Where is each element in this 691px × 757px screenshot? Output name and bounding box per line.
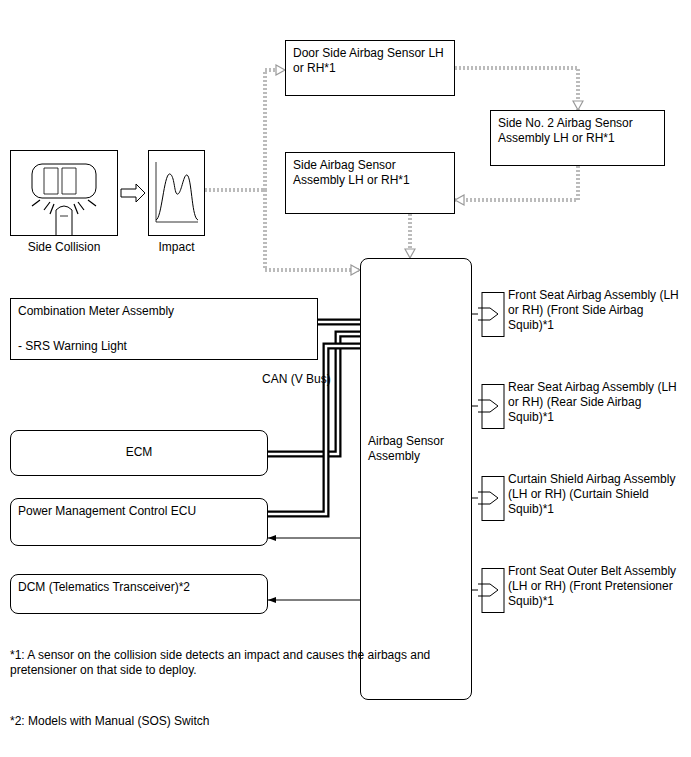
footnote: *2: Models with Manual (SOS) Switch xyxy=(10,714,450,729)
other-car-window xyxy=(60,216,68,217)
box-label: - SRS Warning Light xyxy=(18,339,310,354)
box-label: Side Airbag Sensor Assembly LH or RH*1 xyxy=(293,158,447,188)
box-label: ECM xyxy=(18,445,260,460)
squib-node: Rear Seat Airbag Assembly (LH or RH) (Re… xyxy=(478,384,688,434)
squib-case xyxy=(482,385,504,429)
sensor-box: Side Airbag Sensor Assembly LH or RH*1 xyxy=(285,152,455,214)
impact-rays xyxy=(32,200,96,214)
collision-illustration: Side Collision xyxy=(10,150,118,236)
squib-symbol xyxy=(478,292,506,338)
signal-line xyxy=(472,406,478,407)
bus-inner xyxy=(318,321,360,324)
squib-label: Rear Seat Airbag Assembly (LH or RH) (Re… xyxy=(508,380,690,425)
connector xyxy=(472,314,478,315)
squib-element xyxy=(478,308,498,320)
signal-line xyxy=(472,314,478,315)
impact-path xyxy=(455,68,578,110)
footnote: *1: A sensor on the collision side detec… xyxy=(10,648,450,678)
box-label: Airbag Sensor Assembly xyxy=(368,434,464,464)
squib-node: Front Seat Airbag Assembly (LH or RH) (F… xyxy=(478,292,688,342)
frame xyxy=(11,151,118,236)
meter-box: Combination Meter Assembly - SRS Warning … xyxy=(10,298,318,360)
box-label: Side No. 2 Airbag Sensor Assembly LH or … xyxy=(498,116,657,146)
signal-line xyxy=(472,590,478,591)
sensor-box: Door Side Airbag Sensor LH or RH*1 xyxy=(285,40,455,96)
dcm-box: DCM (Telematics Transceiver)*2 xyxy=(10,574,268,614)
connector xyxy=(472,406,478,407)
box-label: Door Side Airbag Sensor LH or RH*1 xyxy=(293,46,447,76)
squib-label: Curtain Shield Airbag Assembly (LH or RH… xyxy=(508,472,690,517)
axes xyxy=(156,162,198,222)
box-label: Power Management Control ECU xyxy=(18,504,260,519)
graph-illustration xyxy=(148,150,205,236)
car-windows xyxy=(44,168,76,194)
impact-curve xyxy=(156,174,198,220)
impact-path xyxy=(455,166,578,200)
squib-label: Front Seat Airbag Assembly (LH or RH) (F… xyxy=(508,288,690,333)
impact-path xyxy=(205,70,285,190)
squib-symbol xyxy=(478,476,506,522)
bus-outer xyxy=(318,319,360,326)
impact-path xyxy=(408,214,412,258)
airbag-sensor-box: Airbag Sensor Assembly xyxy=(360,258,472,700)
signal-line xyxy=(268,538,360,539)
connector xyxy=(410,214,411,258)
caption-label: Impact xyxy=(128,240,225,255)
box-label: DCM (Telematics Transceiver)*2 xyxy=(18,580,260,595)
connector xyxy=(205,70,285,190)
squib-symbol xyxy=(478,384,506,430)
ecu-box: ECM xyxy=(10,430,268,476)
car-illustration xyxy=(10,150,118,236)
bus-label: CAN (V Bus) xyxy=(262,372,372,387)
squib-node: Front Seat Outer Belt Assembly (LH or RH… xyxy=(478,568,688,618)
squib-node: Curtain Shield Airbag Assembly (LH or RH… xyxy=(478,476,688,526)
connector xyxy=(455,68,578,110)
ecu-box: Power Management Control ECU xyxy=(10,498,268,546)
connector xyxy=(268,538,360,539)
squib-case xyxy=(482,293,504,337)
hollow-arrow xyxy=(121,184,145,202)
connector xyxy=(268,346,360,514)
car-body xyxy=(32,164,96,198)
connector xyxy=(455,166,578,200)
connector xyxy=(472,498,478,499)
box-label: Combination Meter Assembly xyxy=(18,304,310,319)
squib-case xyxy=(482,477,504,521)
squib-label: Front Seat Outer Belt Assembly (LH or RH… xyxy=(508,564,690,609)
other-car xyxy=(56,206,72,235)
connector xyxy=(318,322,360,323)
bus-inner xyxy=(268,346,360,514)
connector xyxy=(268,600,360,601)
signal-line xyxy=(472,498,478,499)
connector xyxy=(472,590,478,591)
squib-symbol xyxy=(478,568,506,614)
impact-graph: Impact xyxy=(148,150,205,236)
squib-element xyxy=(478,492,498,504)
signal-line xyxy=(268,600,360,601)
bus-outer xyxy=(268,346,360,514)
frame xyxy=(149,151,205,236)
squib-element xyxy=(478,400,498,412)
connector xyxy=(121,184,145,202)
squib-element xyxy=(478,584,498,596)
caption-label: Side Collision xyxy=(0,240,138,255)
sensor-box: Side No. 2 Airbag Sensor Assembly LH or … xyxy=(490,110,665,166)
squib-case xyxy=(482,569,504,613)
